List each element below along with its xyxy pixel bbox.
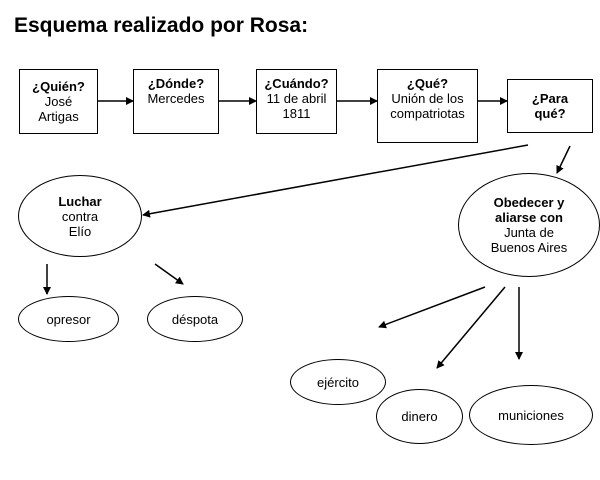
box-cuando: ¿Cuándo? 11 de abril 1811	[256, 69, 337, 134]
luchar-line-2: Elío	[68, 223, 92, 239]
box-quien-question: ¿Quién?	[32, 79, 85, 94]
opresor-label: opresor	[46, 311, 91, 327]
box-que-question: ¿Qué?	[406, 76, 449, 91]
box-donde-question: ¿Dónde?	[147, 76, 205, 91]
box-quien-answer-2: Artigas	[38, 109, 79, 124]
arrow-para-obedecer	[556, 145, 571, 174]
box-donde-answer: Mercedes	[147, 91, 205, 106]
ellipse-dinero: dinero	[376, 389, 463, 444]
diagram-title: Esquema realizado por Rosa:	[14, 14, 309, 37]
dinero-label: dinero	[401, 409, 438, 424]
obedecer-label-2: aliarse con	[495, 210, 563, 225]
box-quien-answer-1: José	[44, 94, 73, 109]
box-cuando-answer-1: 11 de abril	[266, 91, 327, 106]
box-que-answer-1: Unión de los	[391, 91, 464, 106]
municiones-label: municiones	[498, 407, 564, 423]
box-que: ¿Qué? Unión de los compatriotas	[377, 69, 478, 143]
ellipse-ejercito: ejército	[290, 359, 386, 405]
box-que-answer-2: compatriotas	[390, 106, 465, 121]
box-cuando-question: ¿Cuándo?	[264, 76, 329, 91]
ellipse-luchar: Luchar contra Elío	[18, 175, 142, 257]
arrow-para-luchar	[142, 144, 529, 218]
box-quien: ¿Quién? José Artigas	[19, 69, 98, 134]
obedecer-line-2: Buenos Aires	[490, 240, 568, 255]
box-para-que: ¿Para qué?	[507, 79, 593, 133]
box-donde: ¿Dónde? Mercedes	[133, 69, 219, 134]
box-para-question-2: qué?	[534, 106, 566, 121]
obedecer-label-1: Obedecer y	[493, 195, 565, 210]
despota-label: déspota	[171, 311, 219, 327]
luchar-label: Luchar	[58, 193, 102, 209]
ellipse-despota: déspota	[147, 296, 243, 342]
ellipse-opresor: opresor	[18, 296, 119, 342]
arrow-luchar-despota	[154, 263, 184, 285]
box-para-question-1: ¿Para	[531, 91, 569, 106]
arrow-obedecer-ejercito	[378, 286, 486, 329]
obedecer-line-1: Junta de	[504, 225, 554, 240]
luchar-line-1: contra	[61, 208, 99, 224]
box-cuando-answer-2: 1811	[282, 106, 311, 121]
ejercito-label: ejército	[317, 374, 359, 390]
arrow-obedecer-dinero	[436, 286, 506, 369]
ellipse-obedecer: Obedecer y aliarse con Junta de Buenos A…	[458, 173, 600, 277]
ellipse-municiones: municiones	[469, 385, 593, 445]
